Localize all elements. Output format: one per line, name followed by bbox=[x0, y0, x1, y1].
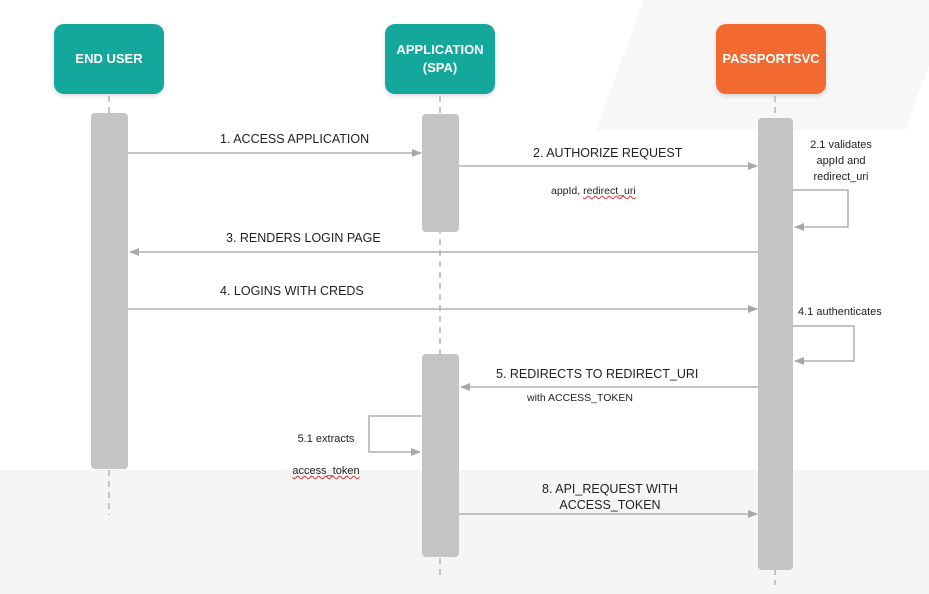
activation-application-1 bbox=[422, 114, 459, 232]
actor-passportsvc: PASSPORTSVC bbox=[716, 24, 826, 94]
message-3-label: 3. RENDERS LOGIN PAGE bbox=[226, 231, 381, 245]
message-1-label: 1. ACCESS APPLICATION bbox=[220, 132, 370, 146]
arrow-m4-1 bbox=[793, 325, 855, 365]
message-4-label: 4. LOGINS WITH CREDS bbox=[220, 284, 364, 298]
message-5-1-label: 5.1 extracts access_token bbox=[284, 415, 368, 495]
actor-end-user: END USER bbox=[54, 24, 164, 94]
message-2-params: appId, redirect_uri bbox=[551, 167, 636, 199]
message-5-1-line1: 5.1 extracts bbox=[297, 433, 355, 445]
message-4-1-label: 4.1 authenticates bbox=[798, 306, 882, 318]
arrow-m2-1 bbox=[793, 189, 849, 231]
actor-application: APPLICATION (SPA) bbox=[385, 24, 495, 94]
message-2-param-redirect: redirect_uri bbox=[583, 185, 636, 197]
arrow-m5-1 bbox=[368, 415, 422, 456]
message-2-param-appid: appId, bbox=[551, 185, 584, 197]
activation-application-2 bbox=[422, 354, 459, 557]
message-5-label: 5. REDIRECTS TO REDIRECT_URI bbox=[496, 367, 699, 381]
message-5-sub-label: with ACCESS_TOKEN bbox=[527, 392, 634, 404]
message-2-label: 2. AUTHORIZE REQUEST bbox=[533, 146, 683, 160]
message-8-label: 8. API_REQUEST WITH ACCESS_TOKEN bbox=[542, 482, 678, 512]
message-2-1-label: 2.1 validates appId and redirect_uri bbox=[810, 139, 872, 183]
message-5-1-line2: access_token bbox=[292, 465, 360, 477]
activation-passportsvc bbox=[758, 118, 793, 570]
activation-end-user bbox=[91, 113, 128, 469]
